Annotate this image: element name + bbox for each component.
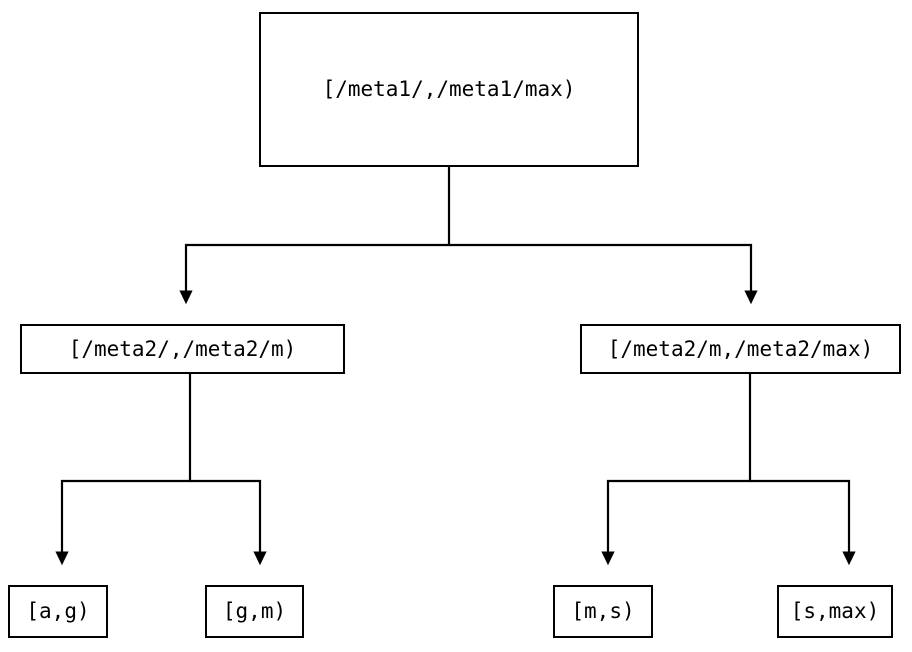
edge-root-to-mid-right xyxy=(449,243,758,305)
node-mid-left[interactable]: [/meta2/,/meta2/m) xyxy=(20,324,345,374)
node-leaf-m-s-label: [m,s) xyxy=(571,599,635,623)
edge-mid-right-to-leaf-ms xyxy=(601,374,752,566)
edge-mid-left-to-leaf-gm xyxy=(190,479,267,566)
node-leaf-s-max-label: [s,max) xyxy=(790,599,880,623)
edge-mid-right-to-leaf-smax xyxy=(750,479,856,566)
node-leaf-g-m-label: [g,m) xyxy=(222,599,287,623)
node-leaf-g-m[interactable]: [g,m) xyxy=(205,585,304,638)
node-mid-right-label: [/meta2/m,/meta2/max) xyxy=(607,336,874,361)
node-root-label: [/meta1/,/meta1/max) xyxy=(322,77,576,101)
node-root[interactable]: [/meta1/,/meta1/max) xyxy=(259,12,639,167)
node-leaf-a-g-label: [a,g) xyxy=(26,599,90,623)
node-leaf-a-g[interactable]: [a,g) xyxy=(8,585,108,638)
node-mid-left-label: [/meta2/,/meta2/m) xyxy=(68,336,297,361)
node-mid-right[interactable]: [/meta2/m,/meta2/max) xyxy=(580,324,901,374)
node-leaf-m-s[interactable]: [m,s) xyxy=(553,585,653,638)
edge-mid-left-to-leaf-ag xyxy=(55,374,192,566)
node-leaf-s-max[interactable]: [s,max) xyxy=(777,585,893,638)
edge-root-to-mid-left xyxy=(179,167,451,305)
